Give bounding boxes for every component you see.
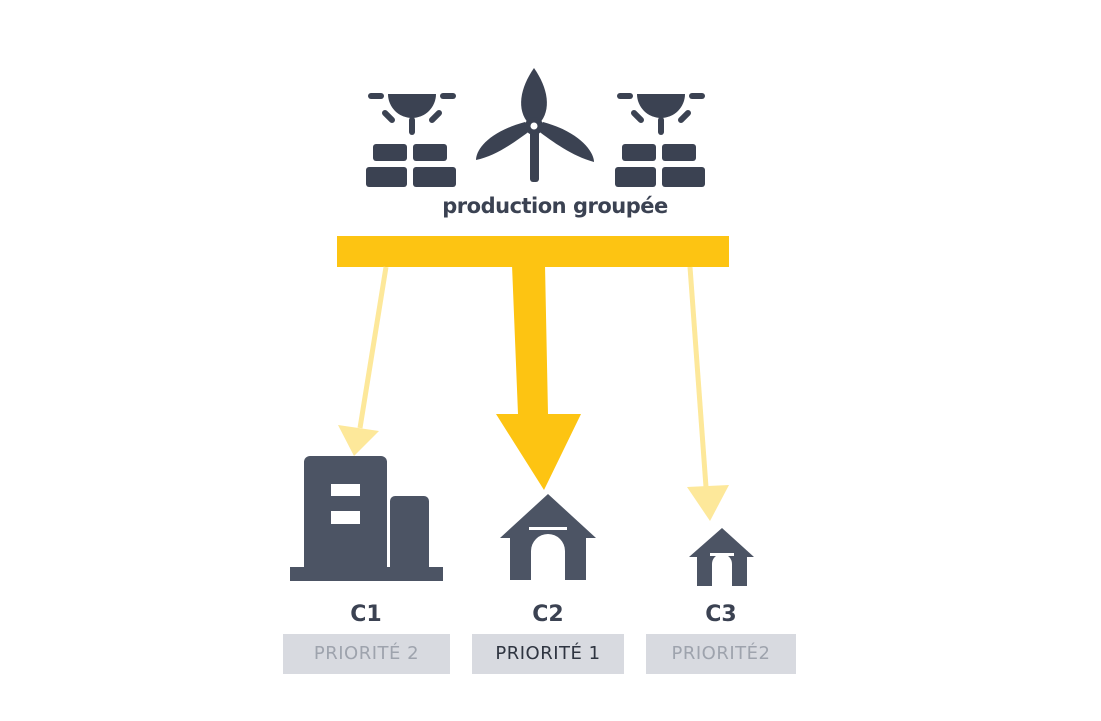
production-label: production groupée xyxy=(442,194,668,218)
priority-badge-c1: PRIORITÉ 2 xyxy=(313,643,420,664)
solar-panel-icon xyxy=(615,93,705,187)
flow-arrow-c3 xyxy=(687,266,729,521)
flow-arrow-c1 xyxy=(338,266,389,456)
consumer-name-c3: C3 xyxy=(705,602,737,627)
priority-badge-c3-bg xyxy=(646,634,796,674)
flow-arrow-c2 xyxy=(496,265,581,490)
priority-badge-c1-bg xyxy=(283,634,450,674)
small-house-icon xyxy=(689,528,754,586)
priority-badge-c2: PRIORITÉ 1 xyxy=(495,643,601,664)
solar-panel-icon xyxy=(366,93,456,187)
consumer-name-c2: C2 xyxy=(532,602,564,627)
priority-badge-c3: PRIORITÉ2 xyxy=(671,643,771,664)
wind-turbine-icon xyxy=(476,68,594,182)
consumer-name-c1: C1 xyxy=(350,602,382,627)
production-bar xyxy=(337,236,729,267)
priority-badge-c2-bg xyxy=(472,634,624,674)
house-icon xyxy=(500,494,596,580)
office-building-icon xyxy=(290,456,443,581)
